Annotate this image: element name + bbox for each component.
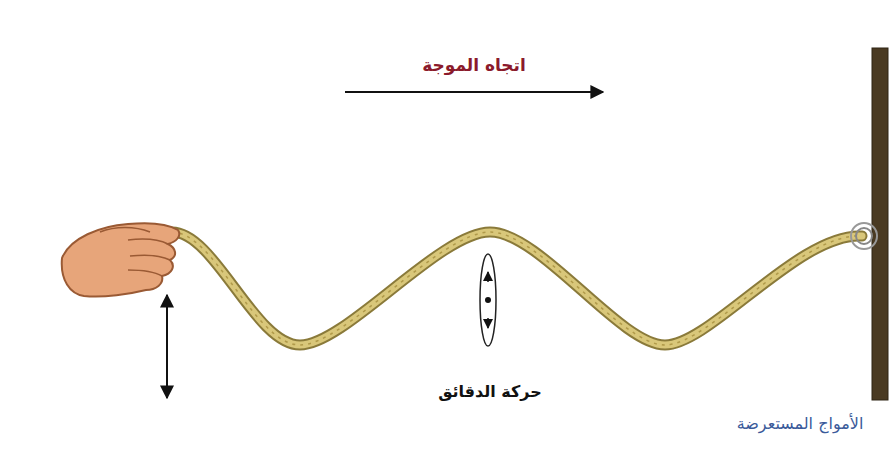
particle-motion-label: حركة الدقائق xyxy=(438,382,542,401)
particle-path xyxy=(480,254,496,346)
motion-arrow xyxy=(166,345,168,398)
caption-label: الأمواج المستعرضة xyxy=(737,414,864,433)
rope-strands xyxy=(172,232,862,345)
particle xyxy=(485,297,491,303)
rope xyxy=(172,232,862,345)
hand xyxy=(62,223,180,296)
ring xyxy=(856,228,872,244)
particle-arrow xyxy=(487,272,489,282)
rope-outline xyxy=(172,232,862,345)
motion-arrow xyxy=(166,295,168,345)
direction-label: اتجاه الموجة xyxy=(422,55,526,75)
particle-arrow xyxy=(487,318,489,328)
direction-arrow xyxy=(345,91,603,93)
ring xyxy=(851,223,877,249)
wall xyxy=(872,48,888,400)
